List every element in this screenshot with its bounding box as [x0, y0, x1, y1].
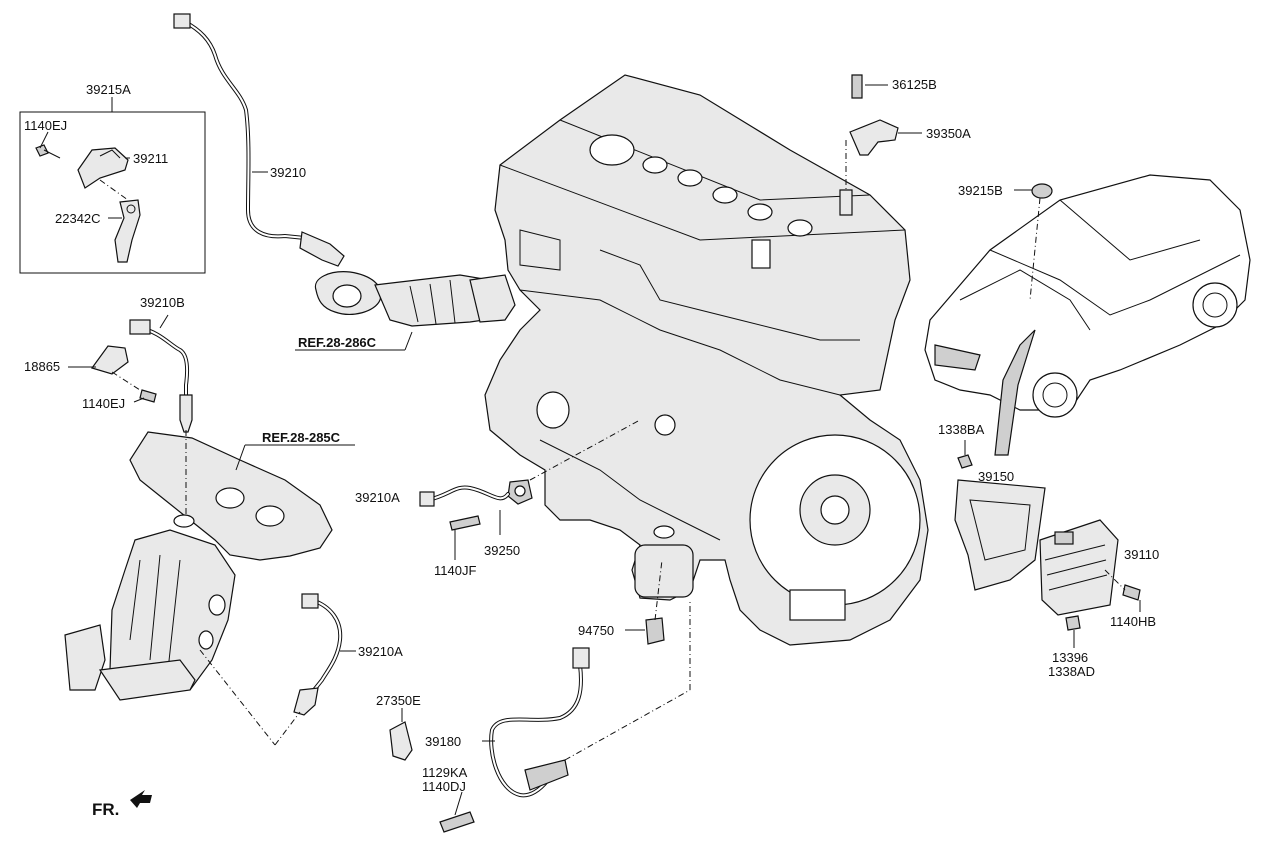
label-39250: 39250: [484, 543, 521, 558]
label-39150: 39150: [978, 469, 1015, 484]
bolt-1140DJ: [439, 811, 475, 833]
vehicle-silhouette: [924, 174, 1251, 411]
label-1140DJ: 1140DJ: [422, 779, 466, 794]
bracket-22342C: [114, 199, 141, 263]
label-1140EJ-top: 1140EJ: [24, 118, 68, 133]
label-39215A: 39215A: [86, 82, 131, 97]
bolt-1140EJ-top: [35, 144, 49, 157]
label-13396: 13396: [1052, 650, 1089, 665]
label-1140HB: 1140HB: [1110, 614, 1157, 629]
bracket-18865: [91, 345, 129, 375]
front-arrow-icon: [130, 790, 152, 808]
bracket-39150: [954, 479, 1046, 591]
bolt-1140EJ-mid: [139, 389, 157, 403]
bracket-27350E: [389, 721, 413, 761]
reference-28-285C: REF.28-285C: [262, 430, 341, 445]
grommet-39215B: [1031, 183, 1053, 199]
label-1338AD: 1338AD: [1048, 664, 1095, 679]
label-1140JF: 1140JF: [434, 563, 477, 578]
bolt-1140JF: [449, 515, 481, 531]
label-39210A-mid: 39210A: [355, 490, 400, 505]
label-27350E: 27350E: [376, 693, 421, 708]
bolt-36125B: [851, 74, 863, 99]
crank-sensor-39180: [524, 759, 569, 791]
reference-28-286C: REF.28-286C: [298, 335, 377, 350]
catalytic-converter-285C: [109, 529, 236, 691]
label-39180: 39180: [425, 734, 462, 749]
oil-pressure-switch-94750: [645, 617, 665, 645]
label-39210A-low: 39210A: [358, 644, 403, 659]
connector-39180: [572, 647, 590, 669]
label-39215B: 39215B: [958, 183, 1003, 198]
label-1140EJ-mid: 1140EJ: [82, 396, 126, 411]
sensor-39210B-body: [179, 394, 193, 433]
label-18865: 18865: [24, 359, 61, 374]
label-39110: 39110: [1124, 547, 1160, 562]
front-orientation-label: FR.: [92, 800, 120, 819]
label-1338BA: 1338BA: [938, 422, 985, 437]
sensor-39210-body: [299, 231, 345, 267]
bolt-1140HB: [1122, 584, 1141, 601]
bracket-39211: [77, 147, 129, 189]
label-94750: 94750: [578, 623, 615, 638]
nut-1338BA: [957, 454, 973, 469]
label-39350A: 39350A: [926, 126, 971, 141]
ecu-39110: [1039, 519, 1119, 616]
label-39211: 39211: [133, 151, 169, 166]
sensor-39210A-low-body: [293, 687, 319, 716]
inset-box-39215A: [19, 111, 206, 274]
nut-13396: [1065, 615, 1081, 631]
label-39210: 39210: [270, 165, 307, 180]
oil-filter: [634, 544, 694, 598]
connector-39210A-mid: [419, 491, 435, 507]
label-22342C: 22342C: [55, 211, 101, 226]
label-39210B: 39210B: [140, 295, 185, 310]
label-1129KA: 1129KA: [422, 765, 468, 780]
connector-39210: [173, 13, 191, 29]
connector-39210A-low: [301, 593, 319, 609]
label-36125B: 36125B: [892, 77, 937, 92]
connector-39210B: [129, 319, 151, 335]
cam-sensor-39350A: [849, 119, 899, 156]
